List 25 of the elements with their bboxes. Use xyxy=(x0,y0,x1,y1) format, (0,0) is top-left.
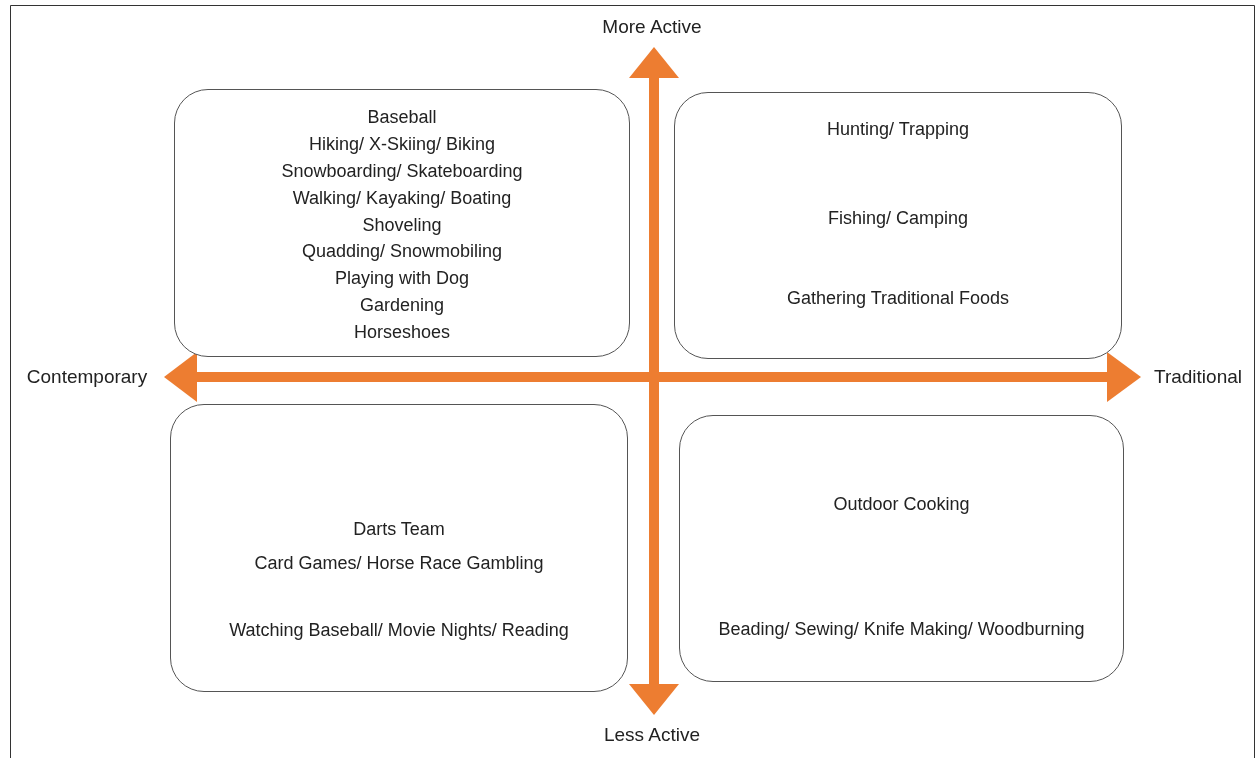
activity-text: Beading/ Sewing/ Knife Making/ Woodburning xyxy=(717,618,1086,640)
activity-text: Darts Team xyxy=(352,518,446,540)
activity-box xyxy=(679,415,1124,682)
activity-box xyxy=(174,89,630,357)
activity-text: Horseshoes xyxy=(352,321,451,343)
activity-text: Snowboarding/ Skateboarding xyxy=(280,160,524,182)
activity-text: Walking/ Kayaking/ Boating xyxy=(291,187,513,209)
activity-text: Gardening xyxy=(358,294,446,316)
activity-text: Quadding/ Snowmobiling xyxy=(300,240,504,262)
activity-text: Shoveling xyxy=(361,214,443,236)
axis-label: Traditional xyxy=(1154,365,1242,389)
activity-text: Fishing/ Camping xyxy=(826,207,970,229)
axis-label: Less Active xyxy=(603,723,701,747)
axis-label: Contemporary xyxy=(26,365,148,389)
activity-text: Hunting/ Trapping xyxy=(825,118,971,140)
activity-text: Baseball xyxy=(366,106,438,128)
axis-label: More Active xyxy=(602,15,702,39)
activity-text: Gathering Traditional Foods xyxy=(785,287,1011,309)
activity-text: Outdoor Cooking xyxy=(832,493,971,515)
activity-text: Watching Baseball/ Movie Nights/ Reading xyxy=(228,619,570,641)
activity-box xyxy=(674,92,1122,359)
activity-box xyxy=(170,404,628,692)
activity-text: Hiking/ X-Skiing/ Biking xyxy=(307,133,497,155)
activity-text: Card Games/ Horse Race Gambling xyxy=(253,552,545,574)
activity-text: Playing with Dog xyxy=(333,267,471,289)
